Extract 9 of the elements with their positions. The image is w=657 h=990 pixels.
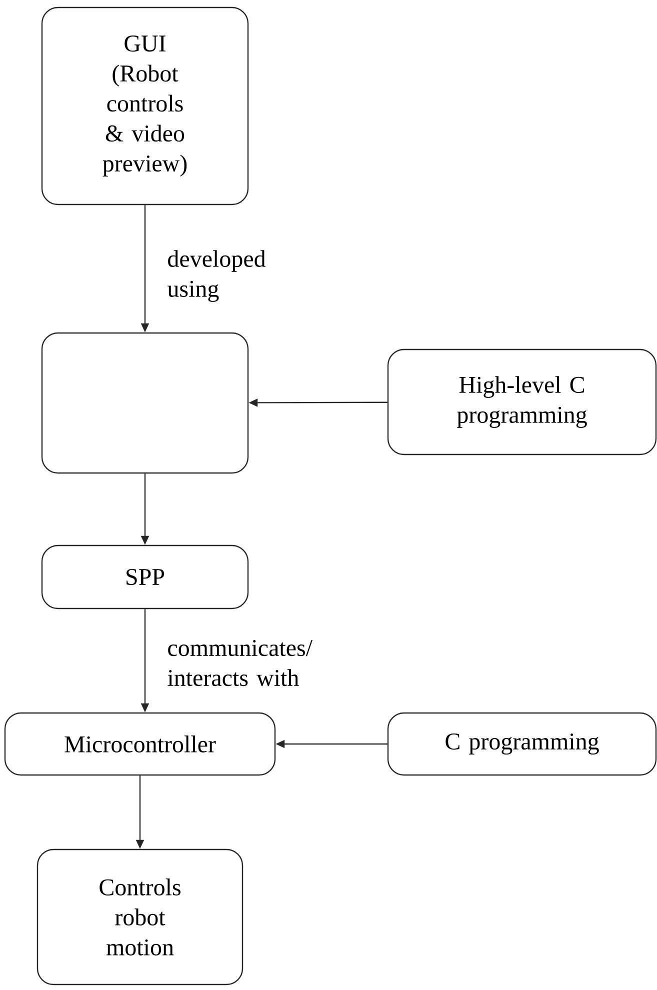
process-box: Microcontroller: [4, 712, 276, 776]
edge-label: communicates/ interacts with: [168, 640, 313, 686]
process-box: SPP: [41, 544, 249, 610]
process-box: High-level C programming: [387, 348, 657, 456]
empty-box: [41, 332, 249, 474]
process-box: GUI (Robot controls & video preview): [41, 6, 249, 206]
edge-label: developed using: [168, 250, 266, 302]
process-box: C programming: [387, 712, 657, 776]
process-box: Controls robot motion: [36, 848, 244, 986]
